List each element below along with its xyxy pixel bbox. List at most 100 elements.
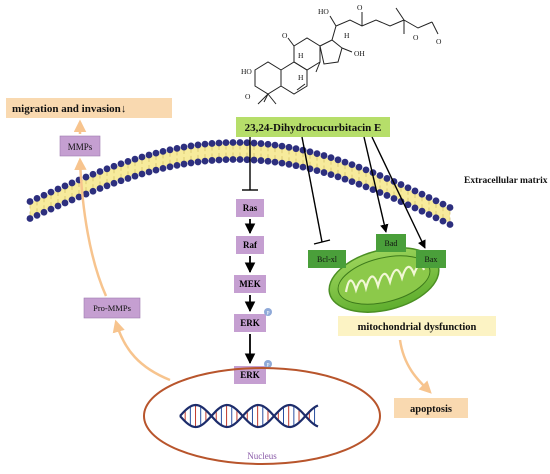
- mek-label: MEK: [239, 279, 261, 289]
- lipid-head: [68, 196, 76, 204]
- apoptosis-label: apoptosis: [410, 404, 452, 415]
- mitochondrion: [328, 247, 440, 313]
- ho-top-label: HO: [318, 7, 329, 16]
- lipid-head: [418, 190, 426, 198]
- lipid-head: [432, 214, 440, 222]
- lipid-head: [208, 157, 216, 164]
- lipid-head: [278, 142, 286, 150]
- lipid-head: [131, 172, 139, 180]
- lipid-head: [411, 204, 419, 212]
- h-mid-label: H: [298, 51, 304, 60]
- lipid-head: [257, 140, 265, 147]
- lipid-head: [306, 148, 314, 156]
- lipid-head: [264, 157, 272, 165]
- lipid-head: [236, 156, 244, 163]
- lipid-head: [152, 166, 160, 174]
- lipid-head: [40, 208, 48, 216]
- lipid-head: [411, 187, 419, 195]
- lipid-head: [285, 143, 293, 151]
- lipid-head: [89, 170, 97, 178]
- lipid-head: [173, 161, 181, 169]
- lipid-head: [215, 139, 223, 147]
- lipid-head: [103, 165, 111, 173]
- lipid-head: [124, 175, 132, 182]
- o-ester-label: O: [413, 33, 419, 42]
- lipid-head: [145, 151, 153, 159]
- lipid-head: [292, 162, 300, 170]
- lipid-head: [236, 139, 244, 146]
- o-ketone-a-label: O: [245, 92, 251, 101]
- lipid-head: [187, 159, 195, 167]
- raf-box: [236, 236, 264, 254]
- lipid-head: [278, 159, 286, 167]
- lipid-head: [138, 153, 146, 161]
- bad-box: [376, 234, 406, 252]
- erk-nuclear-box: [234, 366, 266, 384]
- compound-name: 23,24-Dihydrocucurbitacin E: [245, 122, 382, 134]
- lipid-head: [82, 173, 90, 181]
- mmps-box: [59, 135, 101, 157]
- nucleus-label: Nucleus: [247, 451, 277, 461]
- lipid-head: [439, 217, 447, 225]
- lipid-head: [33, 211, 41, 219]
- oh-right-label: OH: [354, 49, 365, 58]
- erk-label: ERK: [240, 318, 260, 328]
- phospho-erk-label: P: [266, 311, 269, 317]
- lipid-head: [152, 149, 160, 157]
- lipid-head: [383, 175, 391, 182]
- lipid-head: [320, 152, 328, 159]
- lipid-head: [117, 160, 125, 168]
- lipid-head: [348, 178, 356, 186]
- lipid-head: [432, 197, 440, 205]
- lipid-head: [75, 193, 83, 201]
- extracellular-matrix-label: Extracellular matrix: [464, 176, 548, 186]
- lipid-head: [82, 190, 90, 198]
- mmps-label: MMPs: [68, 142, 93, 152]
- lipid-head: [243, 156, 251, 164]
- lipid-head: [425, 194, 433, 201]
- mmp-flow-arrows: [73, 119, 171, 382]
- phospho-erk-nuclear-icon: [264, 360, 272, 368]
- lipid-head: [334, 156, 342, 164]
- o-ester-carbonyl-label: O: [436, 37, 442, 46]
- lipid-head: [243, 139, 251, 147]
- lipid-head: [271, 158, 279, 166]
- lipid-head: [313, 150, 321, 158]
- lipid-head: [61, 182, 69, 190]
- cell-membrane: [26, 139, 454, 228]
- lipid-head: [40, 191, 48, 199]
- migration-invasion-box: [6, 98, 172, 118]
- lipid-head: [159, 148, 167, 155]
- o-sidechain-ketone-label: O: [357, 3, 363, 12]
- lipid-head: [54, 185, 62, 193]
- lipid-head: [439, 200, 447, 208]
- lipid-head: [397, 181, 405, 188]
- lipid-head: [299, 163, 307, 171]
- lipid-head: [47, 188, 55, 196]
- lipid-head: [96, 168, 104, 175]
- lipid-head: [362, 183, 370, 191]
- chemical-structure: [254, 7, 439, 105]
- lipid-head: [33, 194, 41, 202]
- lipid-head: [131, 155, 139, 163]
- lipid-head: [215, 156, 223, 164]
- mapk-pathway: Ras Raf MEK ERK P ERK P: [234, 199, 272, 384]
- decrease-arrow-symbol: ↓: [121, 103, 127, 115]
- lipid-head: [124, 158, 132, 165]
- lipid-head: [257, 157, 265, 164]
- lipid-head: [376, 172, 384, 179]
- lipid-head: [327, 171, 335, 179]
- lipid-head: [446, 221, 454, 228]
- lipid-head: [159, 165, 167, 172]
- lipid-head: [446, 204, 454, 211]
- lipid-head: [201, 157, 209, 165]
- activation-arrows: [363, 136, 426, 249]
- lipid-head: [110, 162, 118, 170]
- lipid-head: [110, 179, 118, 187]
- lipid-head: [61, 199, 69, 207]
- ho-left-label: HO: [241, 67, 252, 76]
- lipid-head: [271, 141, 279, 149]
- mito-dysfunction-box: [338, 316, 496, 336]
